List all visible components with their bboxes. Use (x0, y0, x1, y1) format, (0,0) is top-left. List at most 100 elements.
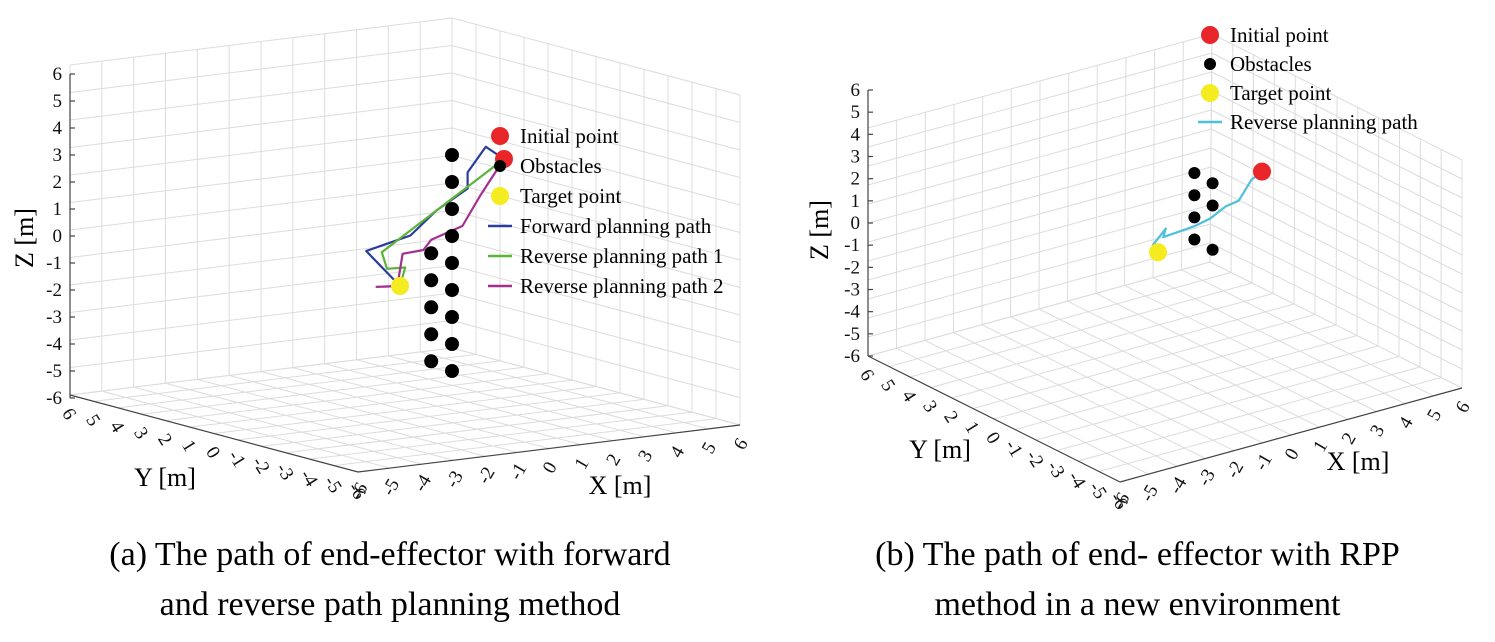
z-tick-label: 4 (53, 118, 63, 139)
grid-line (285, 405, 669, 454)
y-tick-label: 1 (177, 437, 200, 456)
z-tick-label: 6 (851, 80, 861, 101)
y-tick-label: 3 (918, 397, 941, 416)
y-tick-label: 0 (201, 443, 224, 462)
legend-marker (491, 187, 509, 205)
legend-label: Obstacles (1230, 52, 1312, 76)
obstacle-marker (1206, 243, 1219, 256)
z-tick-label: -6 (844, 346, 860, 367)
legend-label: Reverse planning path 1 (520, 244, 724, 268)
z-tick-label: 5 (53, 91, 63, 112)
x-tick-label: 2 (1338, 429, 1361, 448)
grid-line (1356, 107, 1359, 336)
series-path-1 (1151, 170, 1263, 253)
y-tick-label: 2 (939, 407, 962, 426)
grid-line (1377, 117, 1380, 347)
grid-line (451, 72, 741, 151)
legend-marker (491, 127, 509, 145)
legend-marker (1201, 26, 1219, 44)
legend-label: Initial point (1230, 23, 1329, 47)
series-path-3 (375, 158, 505, 288)
grid-line (309, 411, 693, 460)
x-tick-label: -3 (1194, 466, 1220, 490)
initial-point-marker (1253, 162, 1271, 181)
grid-line (1098, 377, 1442, 472)
z-tick-label: -1 (844, 235, 860, 256)
x-axis-title: X [m] (1327, 447, 1390, 476)
y-tick-label: -2 (248, 453, 274, 478)
z-tick-label: -6 (46, 388, 62, 409)
obstacle-marker (1188, 189, 1201, 202)
y-tick-label: 6 (855, 365, 878, 384)
obstacle-marker (1188, 233, 1201, 246)
z-tick-label: 0 (851, 213, 861, 234)
z-tick-label: -4 (844, 302, 860, 323)
y-tick-label: -3 (272, 460, 298, 485)
y-axis-line (867, 355, 1121, 483)
z-tick-label: 0 (53, 226, 63, 247)
chart-b-canvas: -6-5-4-3-2-101234566543210-1-2-3-4-5-6-6… (805, 23, 1475, 513)
z-axis-title: Z [m] (10, 208, 39, 268)
legend-label: Reverse planning path (1230, 110, 1418, 134)
y-axis-line (69, 394, 359, 473)
grid-line (229, 374, 518, 453)
legend-label: Initial point (520, 124, 619, 148)
grid-line (896, 347, 1149, 475)
x-tick-label: -2 (1222, 458, 1248, 482)
x-tick-label: -2 (474, 463, 500, 487)
z-tick-label: 1 (851, 191, 861, 212)
z-axis-title: Z [m] (805, 200, 834, 260)
obstacle-marker (445, 310, 459, 324)
grid-line (69, 45, 453, 93)
grid-line (1010, 88, 1012, 317)
x-axis-title: X [m] (589, 471, 652, 500)
z-tick-label: -3 (844, 280, 860, 301)
z-tick-label: 5 (851, 102, 861, 123)
legend-label: Target point (1230, 81, 1332, 105)
x-tick-label: 6 (1452, 398, 1475, 417)
grid-line (451, 45, 741, 123)
obstacle-marker (445, 202, 459, 216)
x-tick-label: 5 (698, 439, 721, 458)
x-tick-label: 3 (634, 447, 657, 466)
z-tick-label: 3 (53, 145, 63, 166)
obstacle-marker (445, 148, 459, 162)
series-path-2 (380, 158, 505, 287)
x-tick-label: 4 (1395, 413, 1418, 432)
obstacle-marker (445, 229, 459, 243)
legend-marker (1201, 84, 1219, 102)
y-tick-label: -5 (320, 472, 346, 497)
z-tick-label: 6 (53, 64, 63, 85)
z-tick-label: 2 (53, 172, 63, 193)
grid-line (1211, 71, 1463, 199)
legend-marker (1204, 58, 1216, 70)
z-tick-label: 4 (851, 124, 861, 145)
y-tick-label: 5 (876, 376, 899, 395)
grid-line (133, 386, 422, 465)
caption-b-line1: (b) The path of end- effector with RPP (875, 536, 1400, 573)
grid-group (69, 17, 741, 473)
x-tick-label: 3 (1366, 421, 1389, 440)
z-tick-label: -3 (46, 307, 62, 328)
caption-a: (a) The path of end-effector with forwar… (10, 530, 770, 630)
grid-group (867, 33, 1463, 483)
y-axis-title: Y [m] (134, 463, 196, 492)
grid-line (237, 392, 621, 441)
legend-label: Forward planning path (520, 214, 712, 238)
obstacle-marker (445, 283, 459, 297)
grid-line (981, 96, 984, 325)
obstacle-marker (424, 354, 439, 369)
x-tick-label: 4 (666, 442, 689, 461)
legend-marker (494, 160, 506, 172)
z-tick-label: -5 (844, 324, 860, 345)
x-tick-label: 5 (1423, 406, 1446, 425)
x-tick-label: -1 (1251, 450, 1277, 474)
x-tick-label: -1 (505, 460, 531, 484)
grid-line (867, 33, 1213, 129)
legend-label: Obstacles (520, 154, 602, 178)
y-tick-label: 4 (105, 417, 128, 437)
grid-line (1211, 33, 1463, 161)
